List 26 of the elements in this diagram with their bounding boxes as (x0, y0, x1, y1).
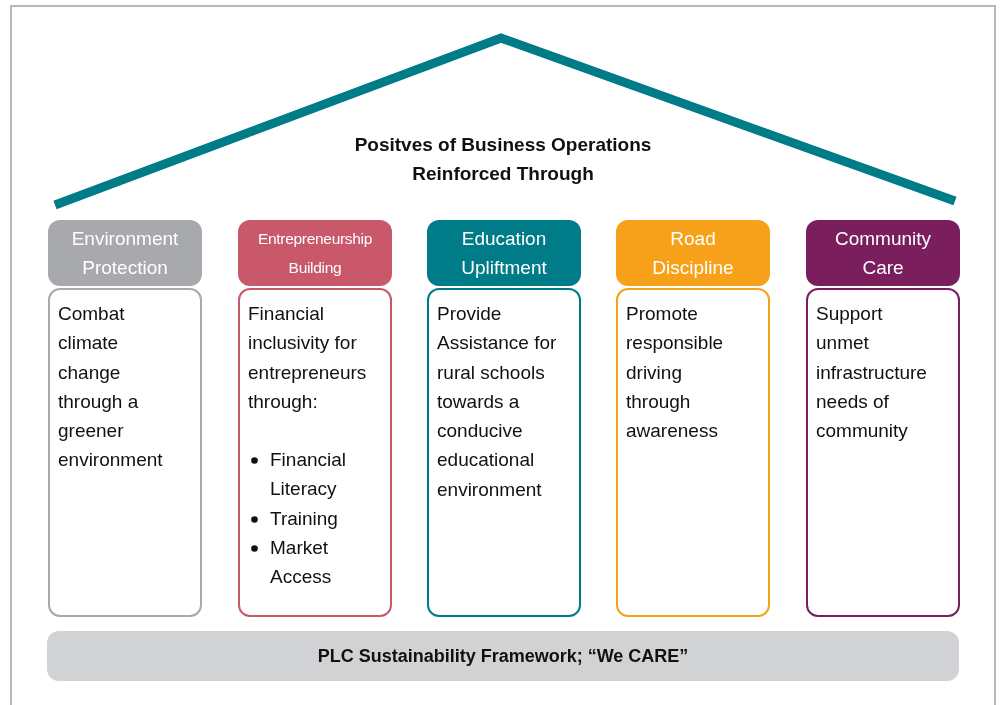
framework-name: PLC Sustainability Framework; “We CARE” (317, 645, 689, 667)
pillar-header (806, 220, 960, 286)
pillar-card (806, 288, 960, 617)
pillar-header (48, 220, 202, 286)
description: Combat climate change through a greener environment (58, 302, 164, 473)
pillar-header (238, 220, 392, 286)
pillar-card (616, 288, 770, 617)
bullet-item: Market Access (270, 537, 332, 588)
pillar-header (616, 220, 770, 286)
pillar-header (427, 220, 581, 286)
pillar-title: Environment Protection (70, 227, 180, 280)
bullet-item: Financial Literacy (270, 449, 347, 500)
pillar-card (427, 288, 581, 617)
description: Provide Assistance for rural schools towards a conducive educational environment (437, 302, 558, 502)
description: Promote responsible driving through awareness (626, 302, 725, 444)
pillar-card (48, 288, 202, 617)
bullet-item: Training (270, 507, 338, 529)
pillar-card (238, 288, 392, 617)
pillar-title: Community Care (833, 227, 933, 280)
pillar-title: Entrepreneurship Building (256, 229, 374, 278)
pillar-title: Road Discipline (651, 227, 735, 280)
pillar-title: Education Upliftment (460, 227, 548, 280)
description: Support unmet infrastructure needs of community (816, 302, 928, 444)
heading: Positves of Business Operations Reinforced Through (353, 133, 653, 186)
base-bar (47, 631, 959, 681)
description: Financial inclusivity for entrepreneurs through: (248, 302, 368, 414)
